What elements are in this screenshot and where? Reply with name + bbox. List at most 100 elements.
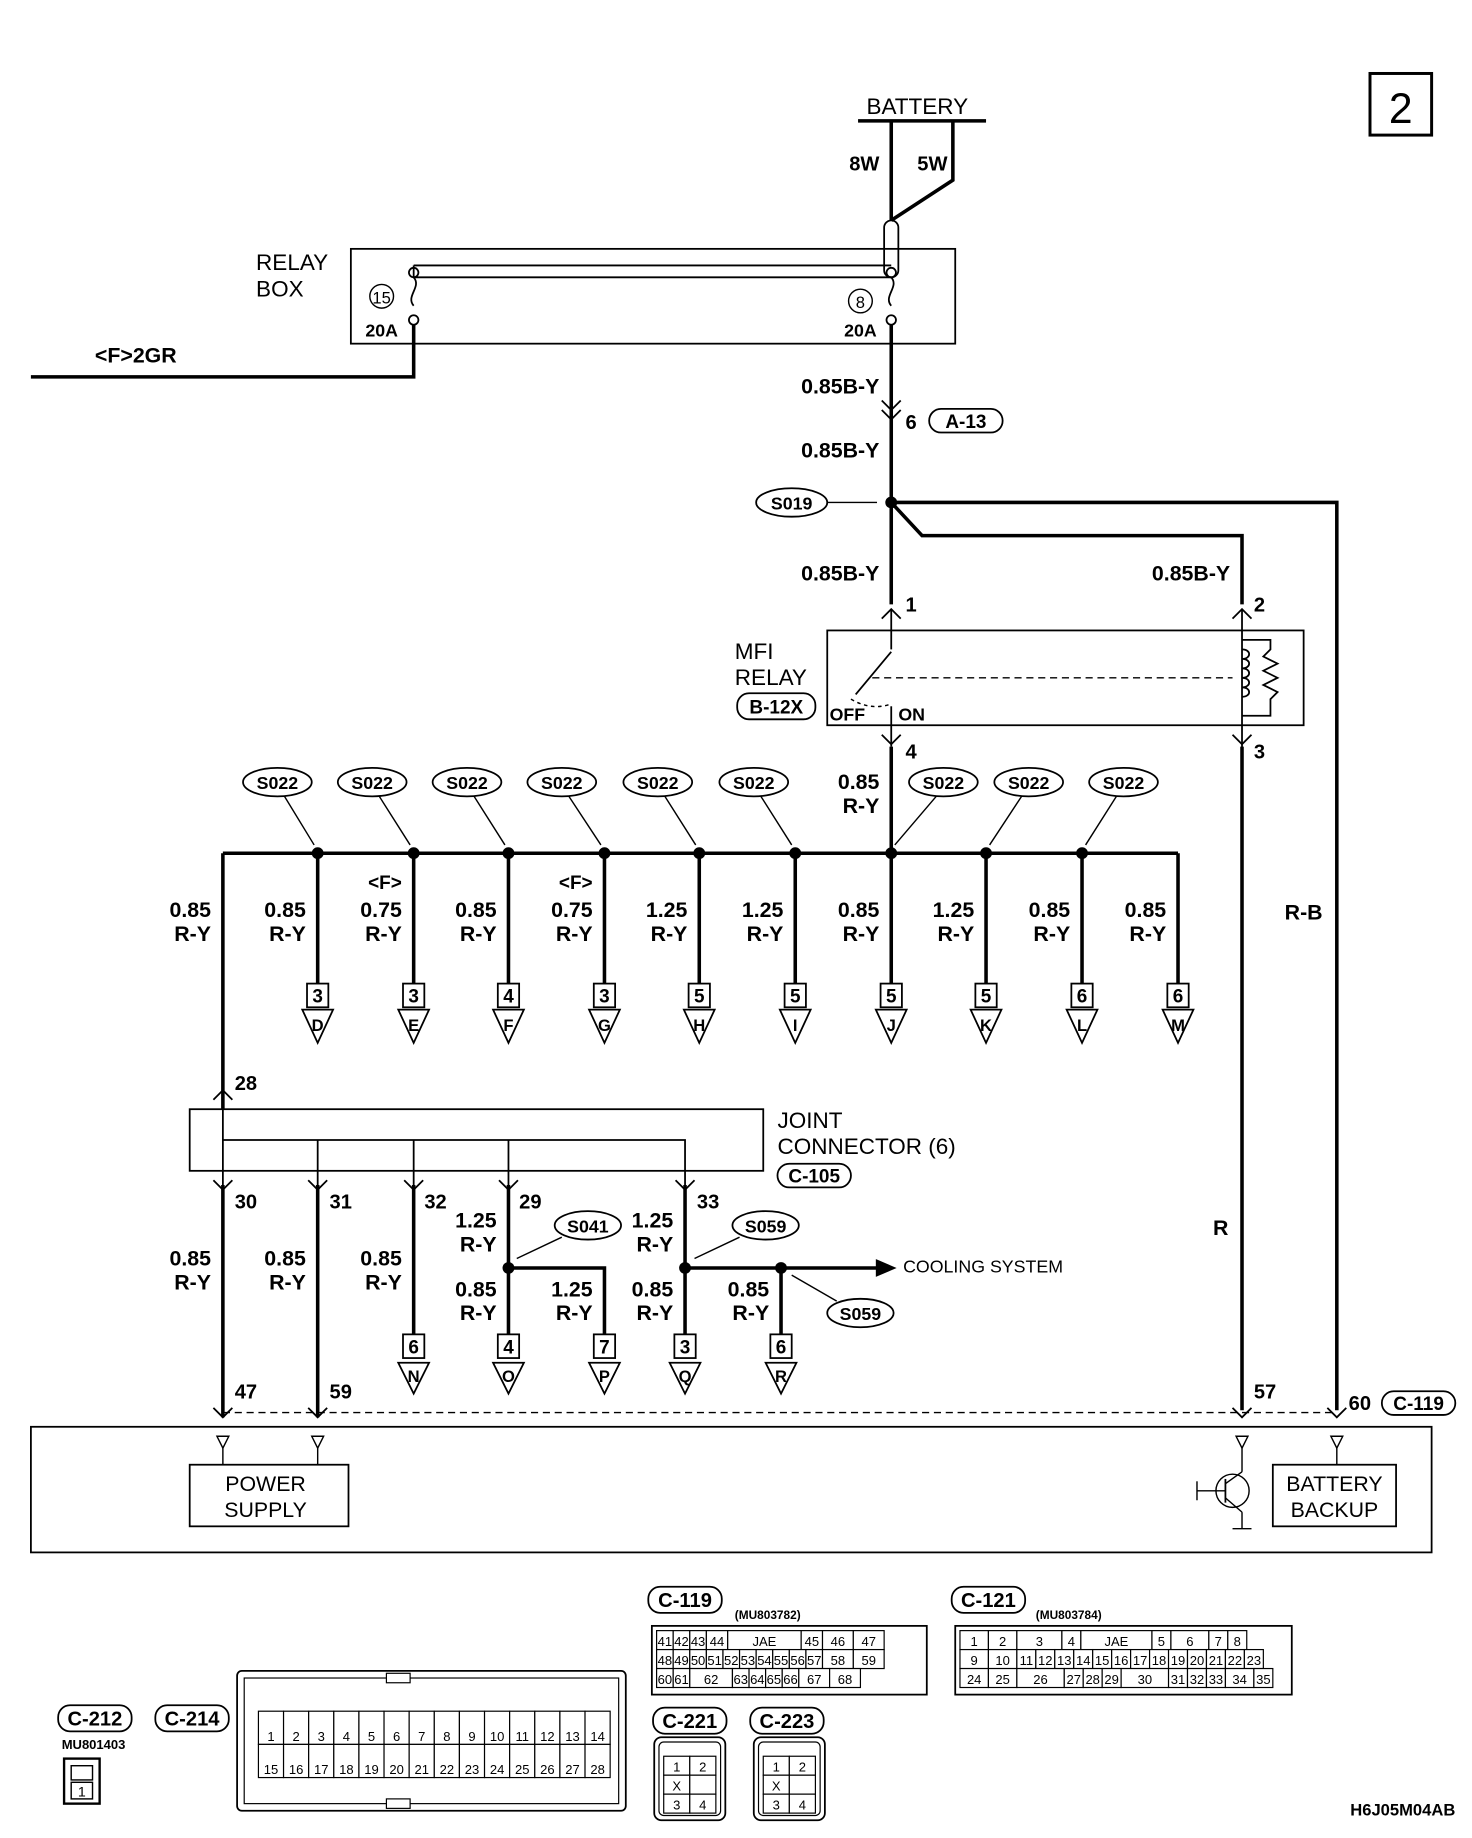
legend-cell-label: 59 (861, 1653, 875, 1668)
splice-s022-label: S022 (923, 773, 965, 793)
lower-pin-box (769, 1333, 793, 1359)
lower-wire-color: R-Y (174, 1270, 211, 1294)
splice-s022-dot (598, 847, 611, 860)
splice-s022-arrow (989, 795, 1023, 846)
legend-cell-label: 61 (674, 1672, 688, 1687)
legend-cell-label: 54 (757, 1653, 771, 1668)
legend-cell-label: 25 (515, 1762, 529, 1777)
splice-s022-arrow (473, 795, 506, 846)
legend-cell-label: 55 (774, 1653, 788, 1668)
lower-wire-color: R-Y (556, 1301, 593, 1325)
branch-size: 0.75 (360, 898, 402, 922)
legend-cell (70, 1765, 94, 1781)
joint-pin-28: 28 (235, 1073, 257, 1095)
relay-coil (1241, 648, 1250, 698)
branch-dest-arrow (778, 1008, 813, 1045)
branch-pin-box (496, 982, 521, 1009)
connector-a13-box (928, 407, 1004, 434)
legend-cell-label: 17 (1133, 1653, 1147, 1668)
splice-s022-arrow (568, 795, 602, 846)
branch-dest: D (312, 1016, 324, 1035)
branch-pin: 3 (408, 987, 419, 1008)
legend-cell-label: X (772, 1779, 781, 1794)
legend-cell-label: 41 (658, 1634, 672, 1649)
branch-pin: 3 (312, 987, 323, 1008)
joint-pin-33: 33 (697, 1192, 719, 1214)
legend-cell-label: 22 (1228, 1653, 1242, 1668)
lower-dest: O (502, 1367, 515, 1386)
legend-cell-label: 32 (1190, 1672, 1204, 1687)
joint-pin-30: 30 (235, 1192, 257, 1214)
wire-8w-label: 8W (849, 154, 879, 176)
relay-pin-1: 1 (905, 594, 916, 616)
legend-cell-label: 1 (267, 1729, 274, 1744)
legend-cell-label: 43 (691, 1634, 705, 1649)
branch-dest-arrow (874, 1008, 909, 1045)
legend-cell-label: 16 (289, 1762, 303, 1777)
branch-pin: 3 (599, 987, 610, 1008)
branch-dest: F (503, 1016, 513, 1035)
branch-pin-box (402, 982, 426, 1009)
fuse-left-rating: 20A (365, 321, 398, 341)
mfi-relay-label-2: RELAY (735, 665, 807, 690)
splice-dot (502, 1262, 515, 1274)
fuse-right-number: 8 (856, 293, 865, 312)
splice-s022-dot (693, 847, 706, 860)
legend-cell-label: 5 (368, 1729, 375, 1744)
legend-cell (534, 1710, 561, 1745)
branch-size: 1.25 (646, 898, 688, 922)
legend-cell-label: 13 (1057, 1653, 1071, 1668)
legend-cell (358, 1743, 385, 1779)
lower-wire-size: 1.25 (632, 1209, 674, 1233)
legend-cell-label: 6 (393, 1729, 400, 1744)
legend-cell-label: 58 (831, 1653, 845, 1668)
lower-pin-box (496, 1333, 521, 1359)
legend-cell (282, 1710, 310, 1745)
legend-cell-label: 8 (443, 1729, 450, 1744)
legend-cell-label: 9 (971, 1653, 978, 1668)
legend-cell-label: 68 (838, 1672, 852, 1687)
relay-pin3-mark (1231, 734, 1253, 746)
legend-cell-label: 21 (1209, 1653, 1223, 1668)
lower-wire-color: R-Y (269, 1270, 306, 1294)
ecu-pin-47: 47 (235, 1381, 257, 1403)
power-supply-box (188, 1463, 350, 1528)
relay-box-frame (349, 247, 957, 345)
legend-cell (433, 1710, 461, 1745)
legend-id: C-121 (961, 1590, 1016, 1612)
fuse-left-element (410, 276, 417, 307)
legend-cell (433, 1743, 461, 1779)
legend-cell-label: 22 (440, 1762, 454, 1777)
legend-cell (282, 1743, 310, 1779)
wire-r-b (891, 500, 1339, 1411)
mfi-relay-connector: B-12X (749, 697, 803, 718)
legend-id: C-223 (760, 1711, 815, 1733)
legend-cell (584, 1743, 611, 1779)
relay-box-label-2: BOX (256, 276, 304, 301)
legend-cell-label: 19 (1171, 1653, 1185, 1668)
branch-dest: H (693, 1016, 705, 1035)
splice-s022-arrow (1084, 795, 1117, 846)
legend-cell-label: 18 (339, 1762, 353, 1777)
legend-cell (257, 1710, 285, 1745)
branch-color: R-Y (269, 922, 306, 946)
legend-cell-label: JAE (1104, 1634, 1128, 1649)
splice-s022-ellipse (242, 767, 313, 798)
joint-pin-32: 32 (424, 1192, 446, 1214)
legend-cell-label: 50 (691, 1653, 705, 1668)
legend-id-box (950, 1585, 1027, 1614)
legend-cell-label: 11 (1020, 1653, 1034, 1668)
branch-color: R-Y (460, 922, 497, 946)
legend-cell-label: X (672, 1779, 681, 1794)
splice-s022-ellipse (908, 767, 979, 798)
legend-cell-label: 3 (1036, 1634, 1043, 1649)
legend-id: C-214 (165, 1708, 221, 1730)
legend-cell-label: 27 (1066, 1672, 1080, 1687)
fuse-right-top (885, 266, 897, 279)
transistor-collector (1225, 1471, 1243, 1485)
legend-cell (852, 1648, 885, 1670)
legend-cell-label: 26 (1033, 1672, 1047, 1687)
